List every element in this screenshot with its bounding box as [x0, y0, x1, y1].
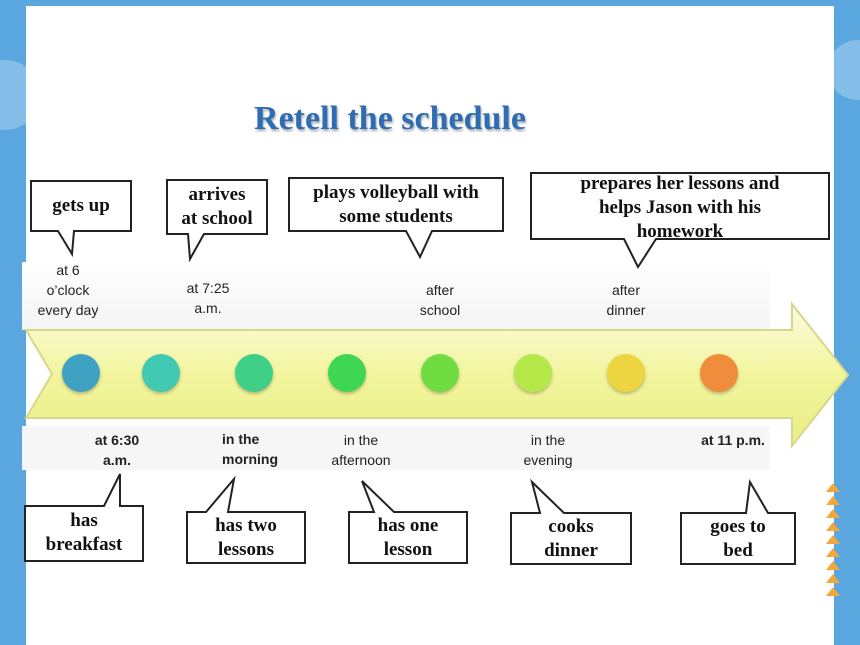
time-label-630: at 6:30 a.m.: [94, 432, 140, 468]
timeline-dot: [62, 354, 100, 392]
time-label-11pm: at 11 p.m.: [701, 432, 765, 448]
callout-text: arrives at school: [181, 184, 253, 229]
timeline-dot: [142, 354, 180, 392]
callout-gets-up: gets up: [30, 180, 132, 258]
callout-volleyball: plays volleyball with some students: [288, 177, 504, 260]
chevron-up-icon: [826, 574, 840, 583]
chevron-up-icon: [826, 535, 840, 544]
callout-text: prepares her lessons and helps Jason wit…: [580, 173, 780, 242]
callout-text: goes to bed: [710, 516, 766, 561]
time-label-725: at 7:25 a.m.: [186, 280, 230, 316]
callout-lessons: prepares her lessons and helps Jason wit…: [530, 172, 830, 270]
time-label-afternoon: in the afternoon: [331, 432, 391, 468]
callout-shape: [680, 478, 796, 565]
time-label-six: at 6 o’clock every day: [37, 262, 99, 318]
callout-shape: [24, 473, 144, 562]
chevron-up-icon: [826, 587, 840, 596]
bottom-label-band: [22, 426, 770, 470]
callout-bed: goes to bed: [680, 478, 796, 565]
callout-text: has one lesson: [377, 515, 439, 560]
callout-two-lessons: has two lessons: [186, 475, 306, 564]
callout-shape: [288, 177, 504, 260]
timeline-dot: [700, 354, 738, 392]
callout-text: cooks dinner: [544, 516, 598, 561]
chevron-up-icon: [826, 483, 840, 492]
timeline-dot: [328, 354, 366, 392]
callout-shape: [530, 172, 830, 270]
callout-text: has breakfast: [45, 510, 123, 555]
callout-one-lesson: has one lesson: [348, 480, 468, 564]
callout-shape: [166, 179, 268, 263]
chevron-up-icon: [826, 522, 840, 531]
timeline-dot: [607, 354, 645, 392]
time-label-morning: in the morning: [222, 431, 278, 467]
timeline-dot: [514, 354, 552, 392]
callout-shape: [510, 478, 632, 565]
left-border: [0, 0, 26, 645]
callout-shape: [186, 475, 306, 564]
chevron-up-icon: [826, 496, 840, 505]
callout-shape: [30, 180, 132, 258]
callout-text: plays volleyball with some students: [313, 181, 479, 227]
callout-arrives: arrives at school: [166, 179, 268, 263]
callout-text: gets up: [52, 195, 110, 216]
slide-title: Retell the schedule: [254, 100, 526, 137]
time-label-after-school: after school: [419, 282, 461, 318]
decor-circle: [828, 40, 860, 100]
timeline-dot: [235, 354, 273, 392]
chevron-up-icon: [826, 561, 840, 570]
top-border: [0, 0, 860, 6]
chevron-up-icon: [826, 548, 840, 557]
callout-text: has two lessons: [215, 515, 277, 560]
time-label-evening: in the evening: [523, 432, 573, 468]
timeline-dot: [421, 354, 459, 392]
top-label-band: [22, 262, 770, 330]
callout-breakfast: has breakfast: [24, 473, 144, 562]
time-label-after-dinner: after dinner: [606, 282, 646, 318]
callout-cooks: cooks dinner: [510, 478, 632, 565]
callout-shape: [348, 480, 468, 564]
chevron-up-icon: [826, 509, 840, 518]
